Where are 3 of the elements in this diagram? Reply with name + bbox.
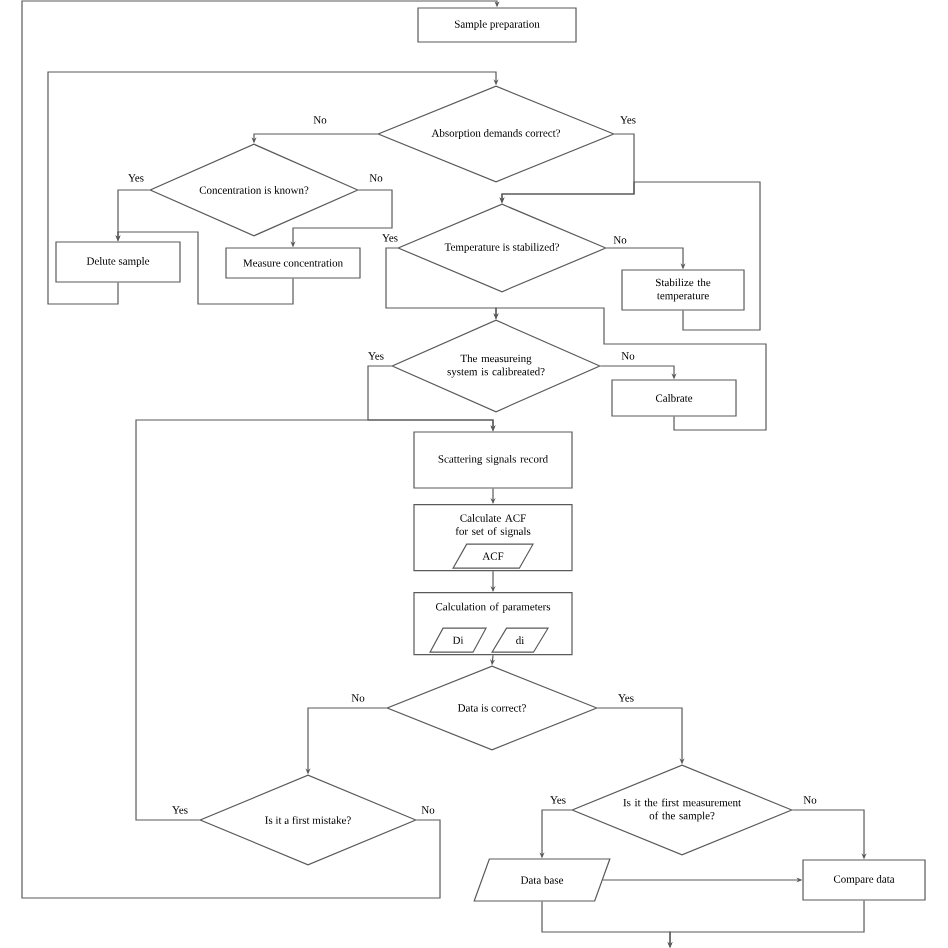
arrow: [135, 419, 496, 821]
arrow: [21, 0, 500, 899]
arrow: [47, 71, 499, 305]
